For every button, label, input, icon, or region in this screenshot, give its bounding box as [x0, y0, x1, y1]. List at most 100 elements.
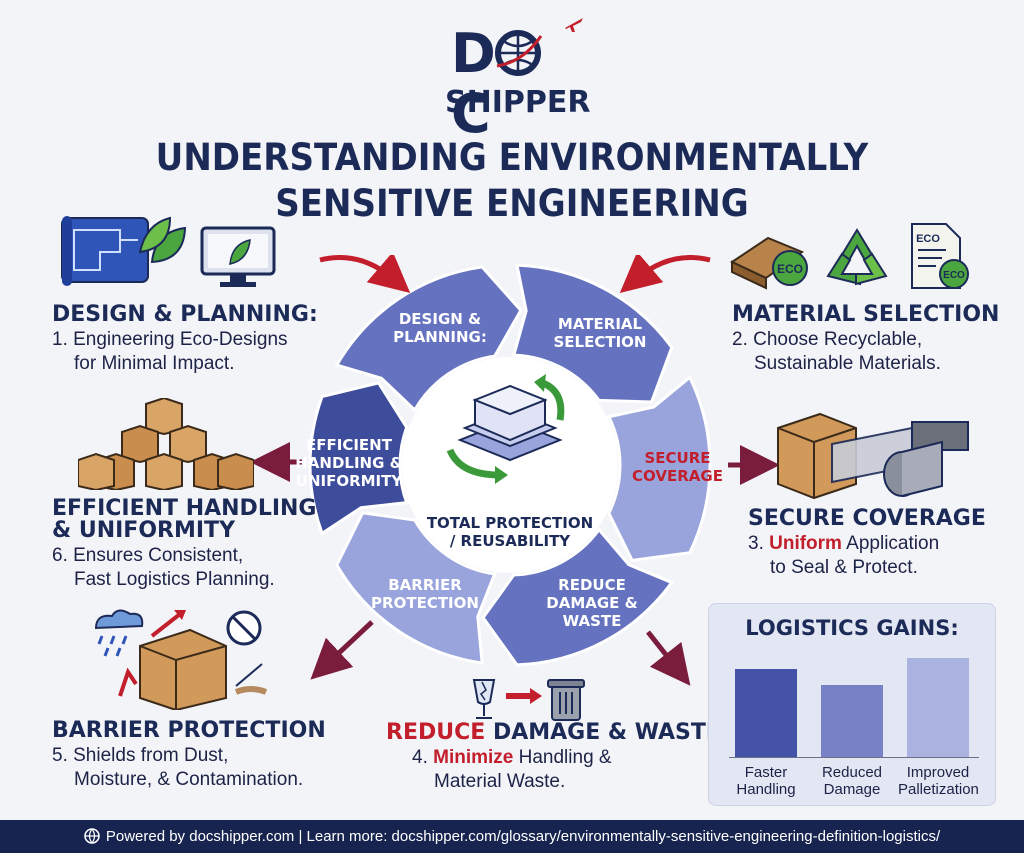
cardboard-box	[145, 398, 183, 436]
eco-doc-text: ECO	[916, 233, 940, 245]
globe-icon	[84, 828, 100, 844]
wheel-label-design: DESIGN &PLANNING:	[385, 310, 495, 346]
center-line2: / REUSABILITY	[449, 532, 571, 550]
wheel-reduce-line1: REDUCE	[558, 576, 626, 594]
wheel-material-line1: MATERIAL	[557, 315, 643, 333]
cardboard-box	[217, 452, 254, 490]
step-efficient-heading-2: & UNIFORMITY	[52, 518, 235, 543]
eco-document-icon: ECO ECO	[911, 223, 969, 289]
wheel-coverage-line2: COVERAGE	[632, 467, 723, 485]
step-coverage-highlight: Uniform	[769, 533, 842, 554]
step-coverage-suffix: Application	[841, 533, 940, 554]
airplane-icon	[565, 18, 583, 32]
step-barrier: BARRIER PROTECTION 5. Shields from Dust,…	[52, 718, 326, 792]
segment-coverage	[606, 374, 712, 563]
logo-letter-c: C	[451, 82, 491, 145]
step-coverage-heading: SECURE COVERAGE	[748, 506, 986, 531]
wheel-efficient-line2: HANDLING &	[295, 454, 403, 472]
step-reduce-highlight: Minimize	[433, 747, 514, 768]
blueprint-icon	[61, 216, 187, 286]
wheel-barrier-line1: BARRIER	[388, 576, 462, 594]
step-design-heading: DESIGN & PLANNING:	[52, 302, 318, 327]
step-material-line1: 2. Choose Recyclable,	[732, 329, 923, 350]
step-design-desc: 1. Engineering Eco-Designs for Minimal Im…	[52, 328, 318, 376]
segment-efficient	[308, 381, 409, 536]
process-wheel	[308, 255, 712, 667]
step-coverage-desc: 3. Uniform Application to Seal & Protect.	[748, 532, 986, 580]
arrow-to-design	[319, 255, 411, 294]
wheel-design-line2: PLANNING:	[393, 328, 487, 346]
globe-icon	[494, 30, 543, 76]
title-line-1: UNDERSTANDING ENVIRONMENTALLY	[155, 136, 869, 179]
gains-bar-label-line2: Palletization	[898, 781, 979, 798]
cardboard-box	[145, 452, 183, 490]
step-efficient-line2: Fast Logistics Planning.	[74, 569, 275, 590]
step-material-line2: Sustainable Materials.	[754, 353, 941, 374]
gains-bar	[907, 658, 969, 757]
wheel-coverage-line1: SECURE	[644, 449, 711, 467]
step-efficient-heading-1: EFFICIENT HANDLING	[52, 496, 317, 521]
cardboard-box	[121, 424, 159, 464]
step-barrier-desc: 5. Shields from Dust, Moisture, & Contami…	[52, 744, 326, 792]
step-reduce-desc: 4. Minimize Handling &Material Waste.	[386, 746, 721, 794]
wheel-center-label: TOTAL PROTECTION/ REUSABILITY	[410, 514, 610, 550]
wheel-segments	[308, 263, 712, 667]
step-barrier-line2: Moisture, & Contamination.	[74, 769, 304, 790]
gains-bar	[735, 669, 797, 757]
arrow-to-reduce	[646, 630, 691, 686]
gains-bar-label-line2: Handling	[736, 781, 796, 798]
docshipper-logo[interactable]: DC SHIPPER	[445, 18, 591, 144]
step-design: DESIGN & PLANNING: 1. Engineering Eco-De…	[52, 302, 318, 376]
box-film-roll-icon	[777, 412, 969, 500]
step-coverage: SECURE COVERAGE 3. Uniform Application to…	[748, 506, 986, 580]
arrow-to-barrier	[310, 620, 374, 680]
step-efficient: EFFICIENT HANDLING & UNIFORMITY 6. Ensur…	[52, 496, 317, 592]
monitor-leaf-icon	[200, 226, 276, 287]
segment-barrier	[335, 511, 497, 665]
page-title: UNDERSTANDING ENVIRONMENTALLY SENSITIVE …	[41, 135, 983, 227]
footer-text[interactable]: Powered by docshipper.com | Learn more: …	[105, 828, 941, 845]
step-reduce-heading-red: REDUCE	[386, 720, 486, 745]
wheel-efficient-line1: EFFICIENT	[306, 436, 392, 454]
box-recycle-icon	[446, 374, 565, 484]
step-reduce-heading: REDUCE DAMAGE & WASTE	[386, 720, 721, 746]
gains-title: LOGISTICS GAINS:	[745, 616, 959, 640]
arrow-to-material	[619, 255, 711, 294]
logo-doc-text: DC	[451, 24, 579, 144]
eco-doc-badge-text: ECO	[943, 270, 965, 281]
step-material: MATERIAL SELECTION 2. Choose Recyclable,…	[732, 302, 999, 376]
step-barrier-line1: 5. Shields from Dust,	[52, 745, 229, 766]
step-design-line1: 1. Engineering Eco-Designs	[52, 329, 288, 350]
step-reduce-heading-rest: DAMAGE & WASTE	[485, 720, 721, 745]
logo-shipper-text: SHIPPER	[445, 85, 591, 120]
step-reduce-suffix: Handling &	[513, 747, 612, 768]
segment-reduce	[481, 527, 675, 667]
broken-glass-to-trash-icon	[472, 679, 585, 721]
barrier-box-icon	[94, 609, 268, 710]
step-coverage-prefix: 3.	[748, 533, 770, 554]
wheel-material-line2: SELECTION	[553, 333, 647, 351]
cardboard-box	[169, 424, 207, 464]
step-barrier-heading: BARRIER PROTECTION	[52, 718, 326, 743]
step-design-line2: for Minimal Impact.	[74, 353, 235, 374]
step-material-desc: 2. Choose Recyclable, Sustainable Materia…	[732, 328, 999, 376]
footer-bar: Powered by docshipper.com | Learn more: …	[0, 820, 1024, 853]
eco-badge-text: ECO	[777, 262, 803, 276]
stacked-boxes-icon	[78, 398, 254, 490]
step-efficient-desc: 6. Ensures Consistent,Fast Logistics Pla…	[52, 544, 317, 592]
step-material-heading: MATERIAL SELECTION	[732, 302, 1000, 327]
wheel-reduce-line3: WASTE	[562, 612, 622, 630]
step-reduce-prefix: 4.	[412, 747, 434, 768]
gains-bar-label-line1: Faster	[744, 764, 788, 781]
title-line-2: SENSITIVE ENGINEERING	[275, 182, 749, 225]
step-coverage-line2: to Seal & Protect.	[770, 557, 918, 578]
segment-design	[334, 265, 523, 413]
